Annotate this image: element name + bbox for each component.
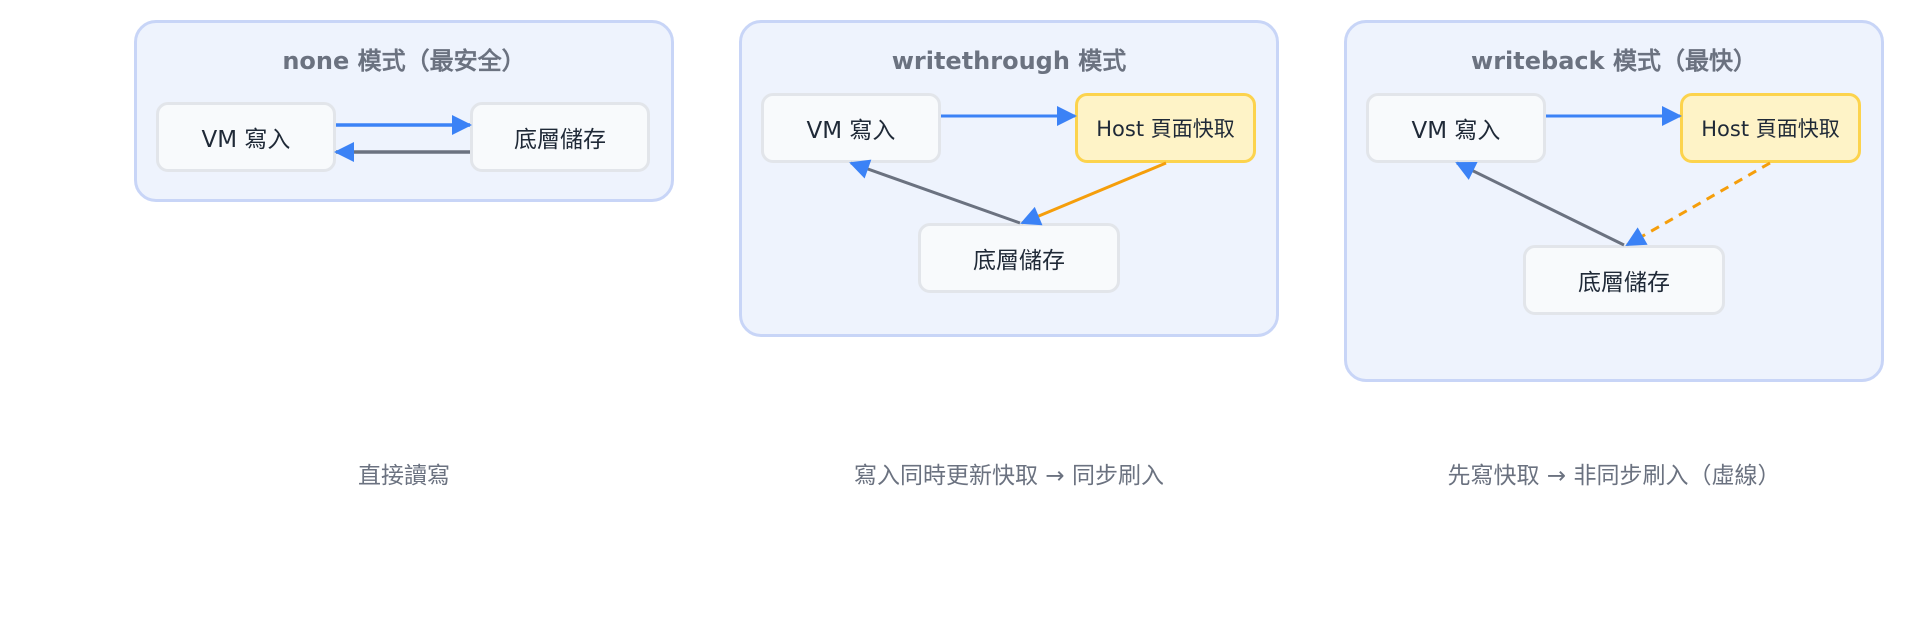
async-flush-arrow xyxy=(1625,161,1771,247)
vm-write-node: VM 寫入 xyxy=(761,93,941,163)
vm-write-node: VM 寫入 xyxy=(156,102,336,172)
read-arrow xyxy=(849,159,1021,225)
storage-node: 底層儲存 xyxy=(470,102,650,172)
caption-writethrough: 寫入同時更新快取 → 同步刷入 xyxy=(854,463,1164,489)
read-arrow xyxy=(1455,161,1625,247)
flush-arrow xyxy=(1020,161,1167,226)
vm-write-node: VM 寫入 xyxy=(1366,93,1546,163)
storage-node: 底層儲存 xyxy=(1523,245,1725,315)
caption-none: 直接讀寫 xyxy=(358,463,450,489)
panel-title: writeback 模式（最快） xyxy=(1471,47,1757,75)
host-page-cache-node: Host 頁面快取 xyxy=(1680,93,1861,163)
panel-writeback: writeback 模式（最快） xyxy=(1344,20,1884,382)
storage-node: 底層儲存 xyxy=(918,223,1120,293)
panel-title: none 模式（最安全） xyxy=(282,47,526,75)
panel-title: writethrough 模式 xyxy=(891,47,1127,75)
caption-writeback: 先寫快取 → 非同步刷入（虛線） xyxy=(1447,463,1781,489)
host-page-cache-node: Host 頁面快取 xyxy=(1075,93,1256,163)
